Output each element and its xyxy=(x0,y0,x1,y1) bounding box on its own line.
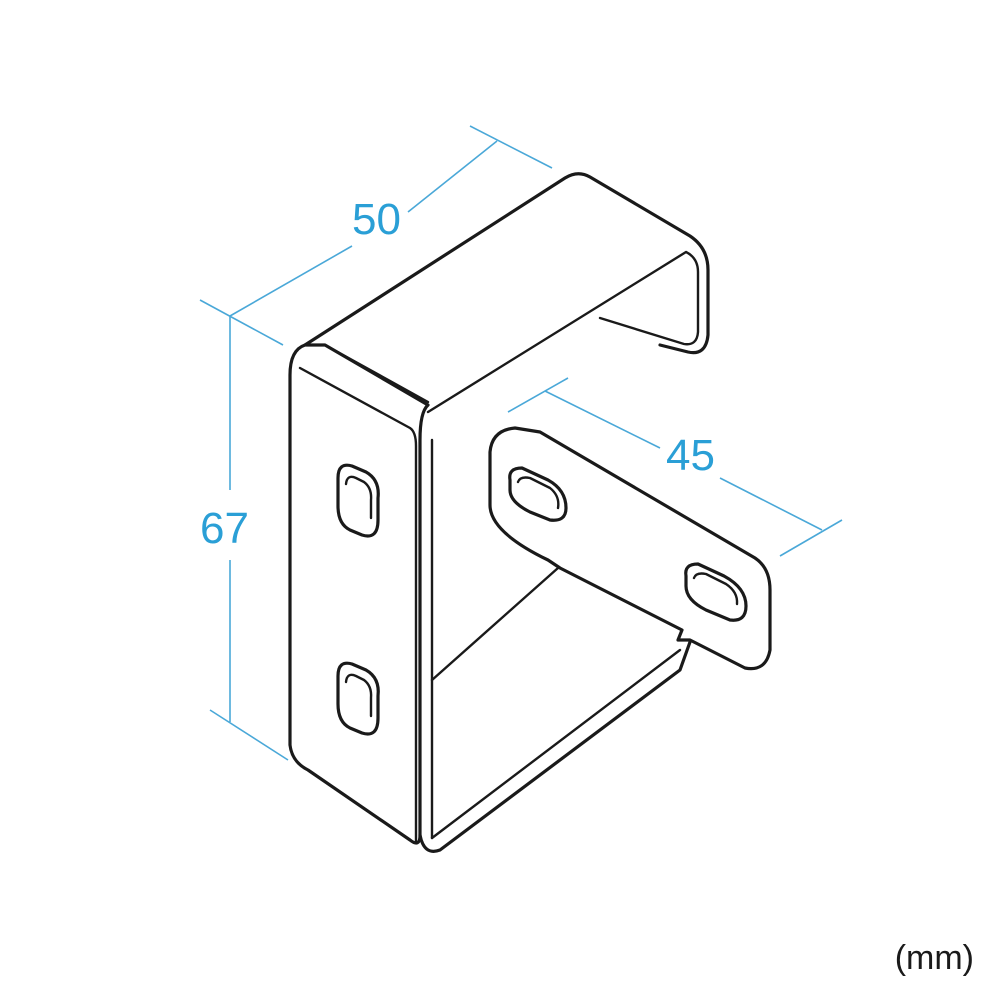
front-slot-upper xyxy=(336,463,380,538)
flange-slot-left xyxy=(508,466,568,522)
flange-slot-right xyxy=(684,562,748,622)
dim-label-depth: 45 xyxy=(666,431,715,480)
unit-label: (mm) xyxy=(894,939,974,977)
bracket-frame-inner-line xyxy=(430,648,682,840)
front-slot-lower-inner xyxy=(344,673,373,718)
bracket-flange xyxy=(488,426,772,671)
dim-45-extension-left xyxy=(507,377,569,413)
dim-45-line-b xyxy=(719,477,823,531)
front-slot-lower xyxy=(336,661,380,736)
bracket-frame-inner-bottom xyxy=(430,566,560,682)
dim-50-line-a xyxy=(229,245,353,317)
dim-50-extension-right xyxy=(469,125,553,169)
dim-label-width: 50 xyxy=(352,195,401,244)
bracket-front-face xyxy=(288,343,430,845)
bracket xyxy=(288,172,772,853)
dim-label-height: 67 xyxy=(200,504,249,553)
flange-slot-left-inner xyxy=(516,476,560,510)
flange-slot-right-inner xyxy=(692,572,739,606)
front-slot-upper-inner xyxy=(344,475,373,520)
dim-45-line-a xyxy=(544,390,661,449)
dim-45-extension-right xyxy=(779,519,843,557)
bracket-top-outer xyxy=(303,172,710,355)
dimension-lines xyxy=(199,125,843,761)
dim-50-extension-left xyxy=(199,299,284,346)
bracket-top-inner xyxy=(426,250,700,414)
dim-50-line-b xyxy=(407,140,498,213)
bracket-frame-inner xyxy=(418,640,692,853)
bracket-front-face-inner-edge xyxy=(298,366,418,844)
dim-67-extension-bottom xyxy=(209,709,289,761)
